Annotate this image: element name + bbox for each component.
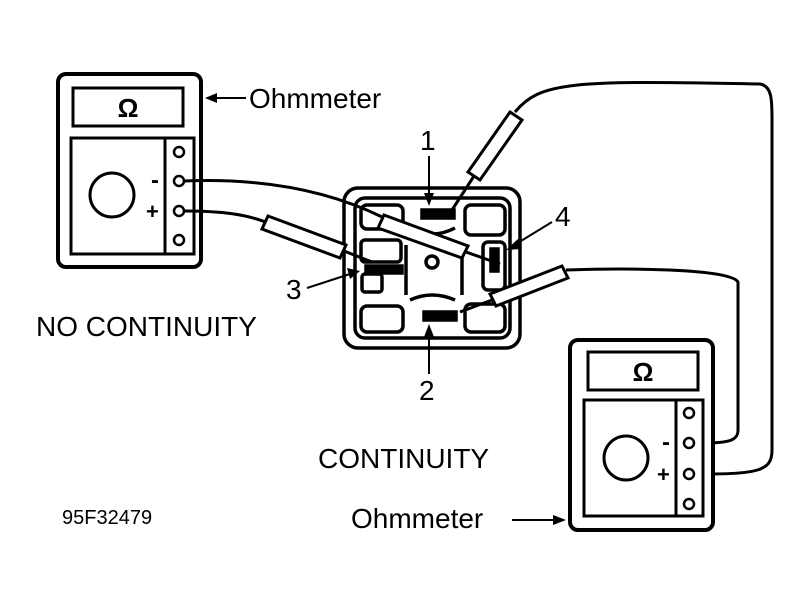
left-plus-sign: + bbox=[146, 199, 159, 224]
left-meter-leads bbox=[183, 179, 389, 226]
figure-code: 95F32479 bbox=[62, 507, 152, 529]
left-jack-bottom bbox=[172, 233, 186, 247]
left-jack-plus bbox=[172, 204, 186, 218]
pin-slot-3 bbox=[364, 264, 404, 275]
left-ohm-symbol: Ω bbox=[118, 93, 139, 123]
left-ohmmeter-display bbox=[71, 86, 185, 128]
right-meter-leads bbox=[513, 80, 774, 476]
right-probe-top bbox=[450, 109, 525, 211]
callout-3: 3 bbox=[286, 268, 360, 305]
right-dial bbox=[602, 434, 650, 482]
left-ohmmeter-label: Ohmmeter bbox=[249, 83, 381, 114]
right-ohmmeter-label: Ohmmeter bbox=[351, 503, 483, 534]
right-jack-bottom bbox=[682, 497, 696, 511]
right-ohmmeter: Ω - + bbox=[568, 338, 715, 532]
terminal-label-3: 3 bbox=[286, 274, 302, 305]
terminal-label-4: 4 bbox=[555, 201, 571, 232]
left-ohmmeter-callout: Ohmmeter bbox=[205, 83, 381, 114]
continuity-label: CONTINUITY bbox=[318, 443, 489, 474]
right-minus-sign: - bbox=[662, 429, 670, 456]
right-probe-bottom bbox=[459, 264, 571, 314]
terminal-label-2: 2 bbox=[419, 375, 435, 406]
right-jack-minus bbox=[682, 436, 696, 450]
right-plus-sign: + bbox=[657, 462, 670, 487]
left-jack-top bbox=[172, 145, 186, 159]
right-ohm-symbol: Ω bbox=[633, 357, 654, 387]
right-ohmmeter-display bbox=[586, 350, 700, 392]
pin-slot-1 bbox=[420, 208, 456, 220]
left-ohmmeter: Ω - + bbox=[56, 72, 203, 269]
no-continuity-label: NO CONTINUITY bbox=[36, 311, 257, 342]
left-probe-positive bbox=[259, 214, 373, 264]
right-ohmmeter-callout: Ohmmeter bbox=[351, 503, 566, 534]
pin-slot-2 bbox=[422, 310, 458, 322]
callout-1: 1 bbox=[420, 125, 436, 206]
right-jack-plus bbox=[682, 467, 696, 481]
right-jack-top bbox=[682, 406, 696, 420]
left-jack-minus bbox=[172, 174, 186, 188]
callout-4: 4 bbox=[506, 201, 571, 250]
left-minus-sign: - bbox=[151, 167, 159, 194]
terminal-label-1: 1 bbox=[420, 125, 436, 156]
callout-2: 2 bbox=[419, 324, 435, 406]
left-probe-negative bbox=[375, 213, 501, 266]
left-dial bbox=[88, 171, 136, 219]
